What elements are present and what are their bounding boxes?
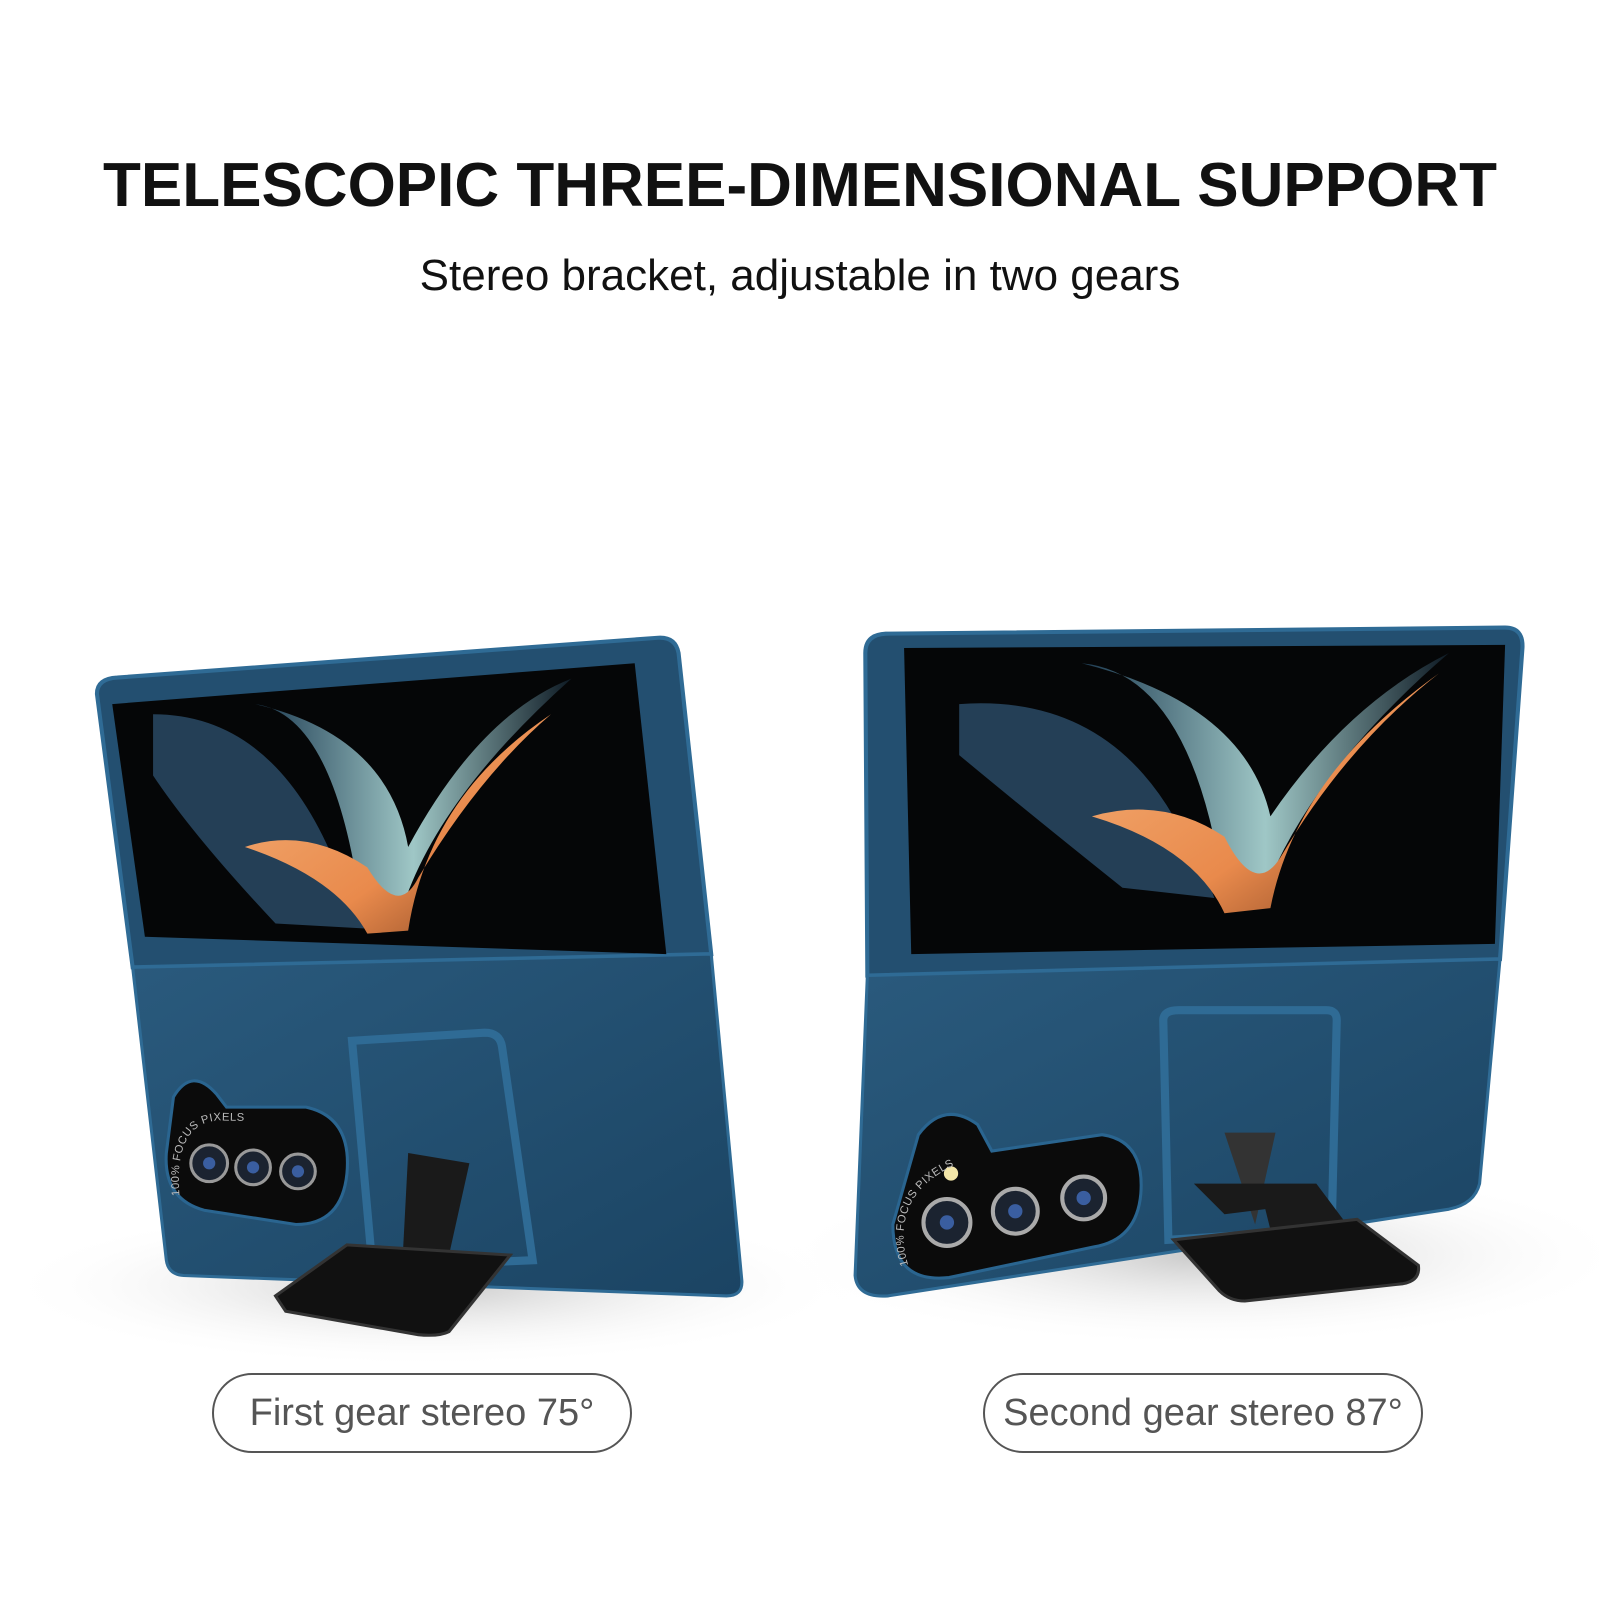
phone-second-gear: 100% FOCUS PIXELS — [853, 625, 1525, 1303]
label-first-gear-text: First gear stereo 75° — [249, 1391, 595, 1434]
camera-module: 100% FOCUS PIXELS — [891, 1112, 1143, 1280]
label-second-gear-text: Second gear stereo 87° — [1003, 1391, 1403, 1434]
label-second-gear: Second gear stereo 87° — [983, 1373, 1423, 1453]
kickstand — [403, 1153, 470, 1256]
stand-base — [1170, 1217, 1421, 1303]
camera-module: 100% FOCUS PIXELS — [164, 1079, 349, 1227]
kickstand — [1193, 1183, 1347, 1230]
label-first-gear: First gear stereo 75° — [212, 1373, 632, 1453]
stand-base — [273, 1243, 514, 1337]
page-subtitle: Stereo bracket, adjustable in two gears — [419, 251, 1181, 300]
page-title: TELESCOPIC THREE-DIMENSIONAL SUPPORT — [103, 151, 1497, 220]
phone-first-gear: 100% FOCUS PIXELS — [94, 635, 744, 1337]
